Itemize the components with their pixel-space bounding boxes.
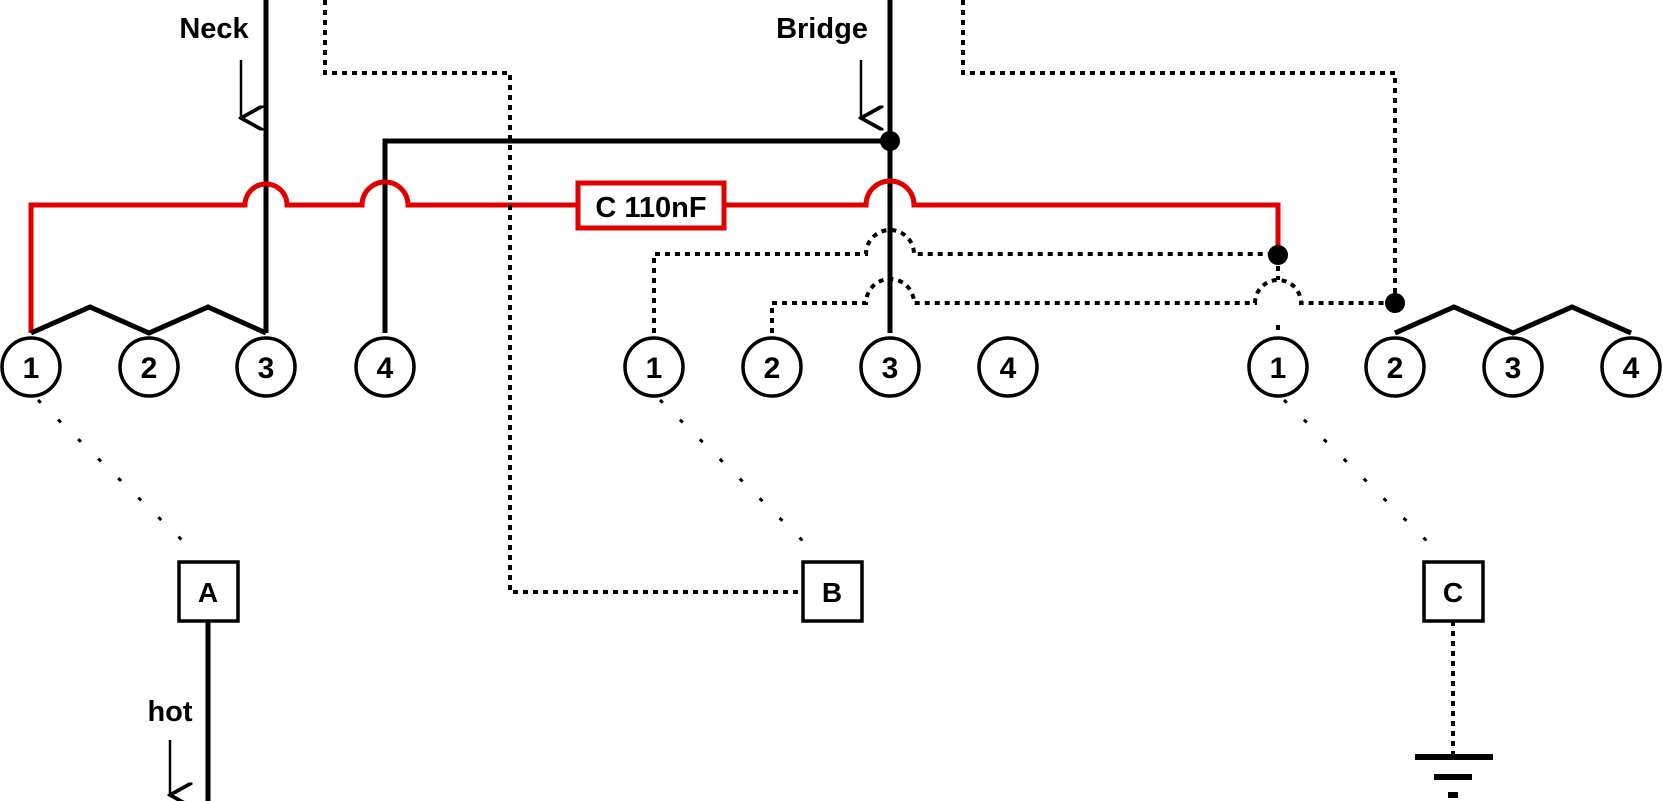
pin-a3-label: 3 — [258, 352, 275, 385]
a1-to-box-a-connector — [36, 398, 192, 550]
switch-box-c-label: C — [1443, 577, 1463, 608]
pin-a4-label: 4 — [377, 352, 394, 385]
pin-a3 — [235, 336, 297, 398]
capacitor-label: C 110nF — [595, 192, 706, 224]
pin-b1 — [623, 336, 685, 398]
capacitor-wire — [28, 178, 1281, 333]
pin-b4 — [977, 336, 1039, 398]
switch-box-c — [1422, 560, 1485, 623]
bridge-label: Bridge — [776, 13, 868, 45]
pin-a2-label: 2 — [141, 352, 158, 385]
a-jumper-zigzag — [29, 304, 268, 336]
c-jumper-zigzag — [1393, 304, 1633, 336]
c2-junction-dot — [1385, 293, 1405, 313]
b1-to-c1-wire — [652, 228, 1278, 333]
pin-c1 — [1247, 336, 1309, 398]
switch-box-a — [177, 560, 240, 623]
pin-c3-label: 3 — [1505, 352, 1522, 385]
pin-a2 — [118, 336, 180, 398]
pin-b1-label: 1 — [646, 352, 663, 385]
switch-box-b-label: B — [822, 577, 842, 608]
switch-box-a-label: A — [198, 577, 218, 608]
switch-box-b — [801, 560, 864, 623]
b2-to-c2-wire — [770, 277, 1395, 333]
pin-b2-label: 2 — [764, 352, 781, 385]
b1-to-box-b-connector — [658, 398, 812, 550]
pin-b3 — [859, 336, 921, 398]
pin-c4 — [1600, 336, 1662, 398]
c1-to-box-c-connector — [1282, 398, 1436, 550]
pin-b4-label: 4 — [1000, 352, 1017, 385]
pin-b3-label: 3 — [882, 352, 899, 385]
pin-a1 — [0, 336, 62, 398]
c1-junction-dot — [1268, 245, 1288, 265]
pin-a1-label: 1 — [23, 352, 40, 385]
switch-c-pins: 1 2 3 4 — [1247, 336, 1662, 398]
bridge-dotted-lead — [961, 0, 1397, 303]
pin-a4 — [354, 336, 416, 398]
neck-label: Neck — [179, 13, 249, 45]
pin-c3 — [1482, 336, 1544, 398]
bridge-to-a4-wire — [382, 138, 890, 333]
pin-b2 — [741, 336, 803, 398]
pin-c2-label: 2 — [1387, 352, 1404, 385]
ground-symbol-icon — [1415, 754, 1493, 798]
switch-a-pins: 1 2 3 4 — [0, 336, 416, 398]
pin-c4-label: 4 — [1623, 352, 1640, 385]
hot-label: hot — [147, 696, 192, 728]
pin-c1-label: 1 — [1270, 352, 1287, 385]
switch-b-pins: 1 2 3 4 — [623, 336, 1039, 398]
neck-dotted-lead — [323, 0, 803, 594]
capacitor-box — [575, 180, 727, 231]
pin-c2 — [1364, 336, 1426, 398]
